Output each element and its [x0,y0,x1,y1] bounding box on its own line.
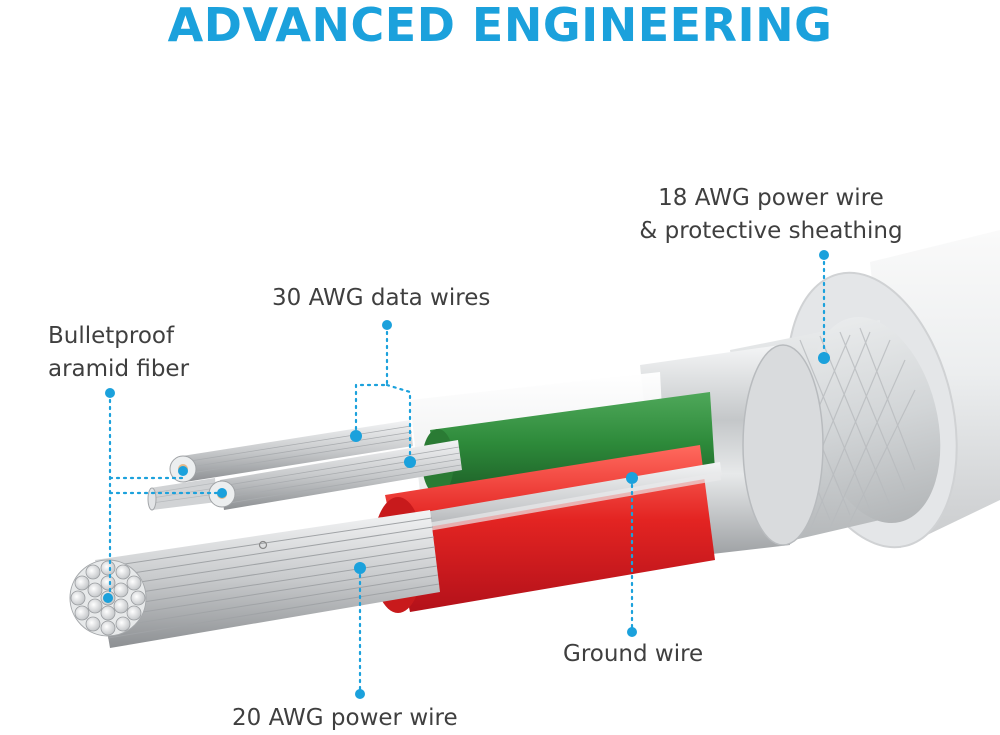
label-30awg-line1: 30 AWG data wires [272,285,491,311]
callout-dots [103,250,830,699]
label-18awg-power-wire: 18 AWG power wire & protective sheathing [636,182,906,248]
label-30awg-data-wires: 30 AWG data wires [272,282,490,315]
leader-30awg [354,323,412,464]
label-ground-line1: Ground wire [563,641,704,667]
aramid-fiber-strand [147,478,217,511]
label-aramid-fiber: Bulletproof aramid fiber [48,320,189,386]
label-20awg-line1: 20 AWG power wire [232,705,458,731]
label-aramid-line2: aramid fiber [48,356,190,382]
label-20awg-power-wire: 20 AWG power wire [232,702,458,735]
data-wire-bundle-lower [220,440,462,510]
label-ground-wire: Ground wire [563,638,703,671]
page-title: ADVANCED ENGINEERING [167,0,833,52]
callout-leaders [108,253,826,696]
power-wire-strands [95,510,440,648]
leader-aramid [108,391,224,600]
label-18awg-line1: 18 AWG power wire [658,185,884,211]
label-aramid-line1: Bulletproof [48,323,175,349]
label-18awg-line2: & protective sheathing [639,218,903,244]
